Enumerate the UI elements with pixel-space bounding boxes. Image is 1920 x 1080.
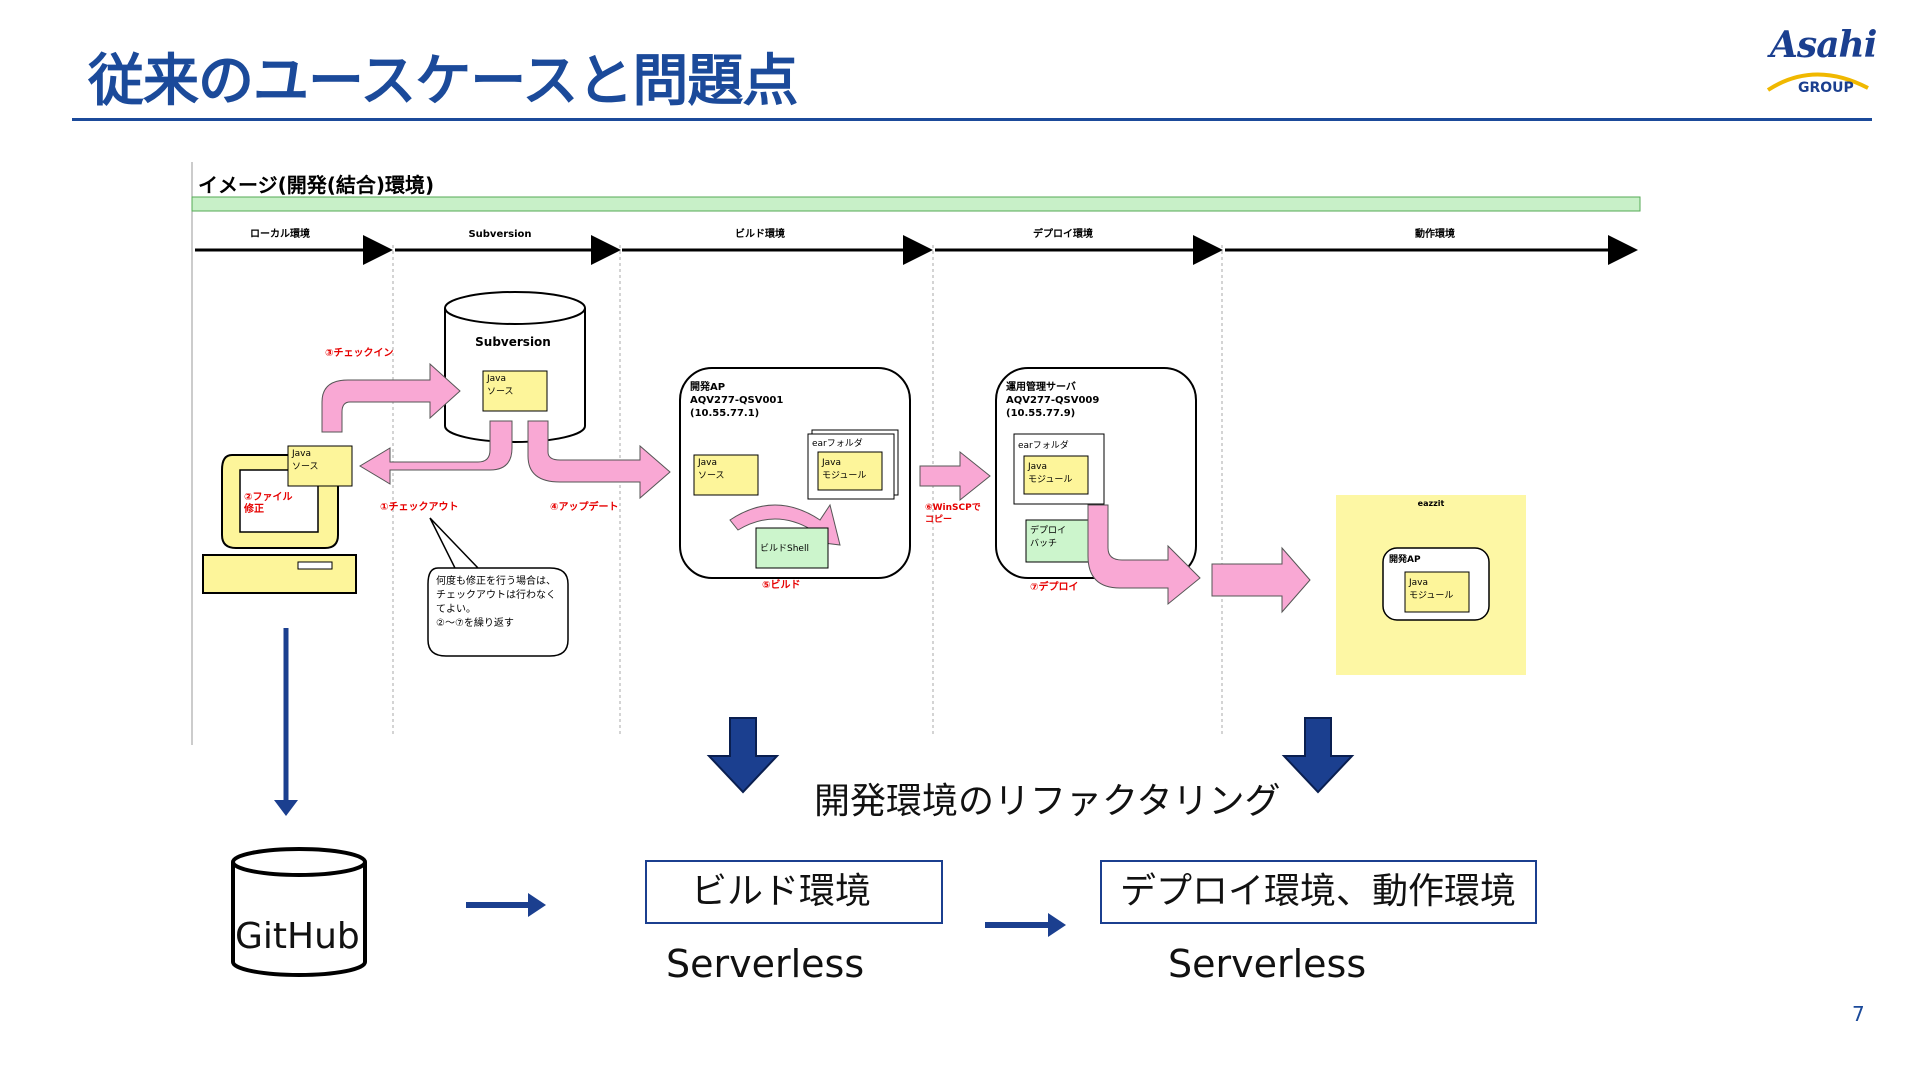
svg-text:何度も修正を行う場合は、: 何度も修正を行う場合は、 <box>436 574 556 587</box>
logo-group-text: GROUP <box>1798 80 1854 96</box>
repeat-note-callout: 何度も修正を行う場合は、 チェックアウトは行わなく てよい。 ②～⑦を繰り返す <box>427 517 569 657</box>
diagram-green-band <box>191 196 1641 212</box>
svg-text:②～⑦を繰り返す: ②～⑦を繰り返す <box>436 616 514 629</box>
svg-text:ビルドShell: ビルドShell <box>760 543 809 554</box>
svg-text:修正: 修正 <box>243 502 264 515</box>
step-checkout: ①チェックアウト <box>380 501 458 513</box>
step-checkin: ③チェックイン <box>325 347 393 359</box>
subversion-repository: Subversion <box>444 291 586 443</box>
svg-text:eazzit: eazzit <box>1418 499 1445 508</box>
lane-runtime: 動作環境 <box>1415 227 1455 240</box>
step-edit: ②ファイル <box>244 491 292 503</box>
svg-text:Java: Java <box>1027 462 1047 472</box>
asahi-group-logo: Asahi GROUP <box>1764 22 1877 102</box>
svg-text:earフォルダ: earフォルダ <box>1018 439 1069 451</box>
copy-arrow <box>919 450 991 502</box>
svg-text:モジュール: モジュール <box>1409 591 1453 601</box>
step-copy: ⑥WinSCPで <box>925 502 981 513</box>
deploy-arrow <box>1087 504 1201 606</box>
page-number: 7 <box>1852 1002 1865 1026</box>
runtime-app-label: 開発AP <box>1389 553 1421 565</box>
svg-text:ソース: ソース <box>487 387 514 397</box>
svg-text:モジュール: モジュール <box>822 471 866 481</box>
svg-text:Java: Java <box>697 458 717 468</box>
diagram-heading: イメージ(開発(結合)環境) <box>198 173 434 197</box>
svg-text:ソース: ソース <box>698 471 725 481</box>
logo-swoosh <box>1766 72 1869 92</box>
svg-text:運用管理サーバ: 運用管理サーバ <box>1006 380 1076 393</box>
serverless-label-build: Serverless <box>666 942 865 986</box>
svg-text:earフォルダ: earフォルダ <box>812 437 863 449</box>
svg-text:ソース: ソース <box>292 462 319 472</box>
deploy-batch-box: デプロイ バッチ <box>1025 519 1097 563</box>
refactor-caption: 開発環境のリファクタリング <box>814 781 1281 822</box>
step-build: ⑤ビルド <box>762 578 800 591</box>
build-environment-box: ビルド環境 <box>645 860 943 924</box>
svg-text:てよい。: てよい。 <box>436 603 476 615</box>
lane-subversion: Subversion <box>468 229 531 240</box>
slide-title: 従来のユースケースと問題点 <box>88 49 798 114</box>
lane-build: ビルド環境 <box>735 227 785 240</box>
java-source-note-local: Java ソース <box>287 445 353 487</box>
checkout-arrow <box>359 420 513 485</box>
svg-text:Java: Java <box>291 449 311 459</box>
runtime-environment: eazzit 開発AP Java モジュール <box>1336 495 1526 675</box>
svg-text:(10.55.77.9): (10.55.77.9) <box>1006 408 1075 419</box>
serverless-label-deploy: Serverless <box>1168 942 1367 986</box>
github-label: GitHub <box>235 916 360 957</box>
svg-text:Java: Java <box>821 458 841 468</box>
logo-wordmark: Asahi <box>1770 24 1877 66</box>
ear-folder-build: earフォルダ Java モジュール <box>807 429 899 500</box>
refactor-down-arrow-right <box>1281 717 1355 794</box>
svg-text:開発AP: 開発AP <box>690 380 725 393</box>
svg-text:AQV277-QSV009: AQV277-QSV009 <box>1006 395 1099 406</box>
checkin-arrow <box>321 362 461 433</box>
update-arrow <box>527 420 671 500</box>
svg-text:(10.55.77.1): (10.55.77.1) <box>690 408 759 419</box>
svg-text:モジュール: モジュール <box>1028 475 1072 485</box>
refactor-down-arrow-left <box>706 717 780 794</box>
svg-text:バッチ: バッチ <box>1030 538 1057 549</box>
java-source-note-svn: Java ソース <box>482 370 548 412</box>
subversion-label: Subversion <box>475 335 551 349</box>
svg-text:AQV277-QSV001: AQV277-QSV001 <box>690 395 783 406</box>
svg-text:Java: Java <box>486 374 506 384</box>
step-update: ④アップデート <box>550 500 618 513</box>
svg-text:Java: Java <box>1408 578 1428 588</box>
svg-text:コピー: コピー <box>925 513 952 525</box>
github-repository <box>231 847 367 977</box>
ear-folder-deploy: earフォルダ Java モジュール <box>1013 433 1105 505</box>
lane-deploy: デプロイ環境 <box>1033 227 1093 240</box>
step-deploy: ⑦デプロイ <box>1030 580 1078 593</box>
title-divider <box>72 118 1872 121</box>
svg-text:デプロイ: デプロイ <box>1030 524 1066 536</box>
build-shell-box: ビルドShell <box>755 527 829 569</box>
java-source-note-build: Java ソース <box>693 454 759 496</box>
svg-text:チェックアウトは行わなく: チェックアウトは行わなく <box>436 588 556 601</box>
lane-local: ローカル環境 <box>250 227 310 240</box>
deploy-runtime-box: デプロイ環境、動作環境 <box>1100 860 1537 924</box>
runtime-arrow <box>1211 546 1311 614</box>
